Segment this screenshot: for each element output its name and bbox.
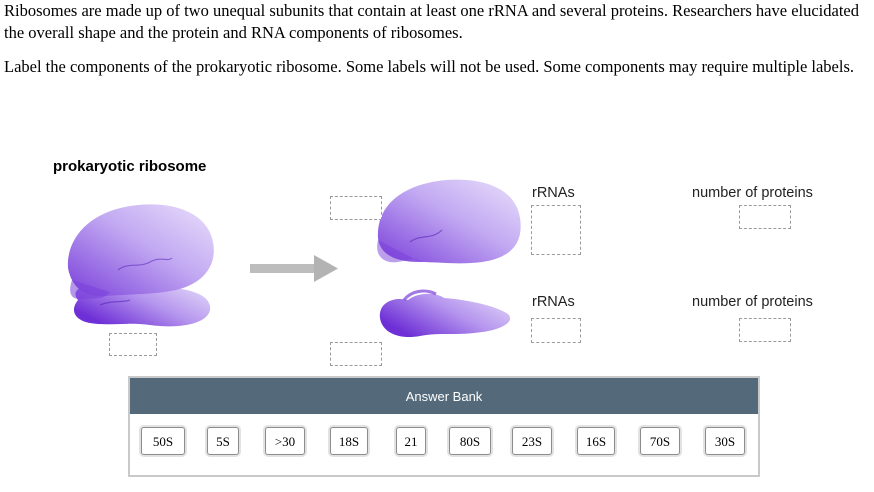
small-subunit-rrnas-drop-box[interactable] — [531, 318, 581, 343]
answer-chip[interactable]: 16S — [577, 427, 615, 455]
large-subunit-proteins-drop-box[interactable] — [739, 205, 791, 229]
small-subunit-proteins-label: number of proteins — [692, 294, 813, 310]
question-instruction: Label the components of the prokaryotic … — [4, 57, 855, 76]
small-subunit-rrnas-label: rRNAs — [532, 294, 575, 310]
small-subunit — [379, 289, 511, 338]
question-intro: Ribosomes are made up of two unequal sub… — [4, 1, 859, 42]
answer-chip[interactable]: >30 — [265, 427, 305, 455]
answer-chip[interactable]: 5S — [207, 427, 239, 455]
question-text: Ribosomes are made up of two unequal sub… — [4, 0, 870, 78]
small-subunit-name-drop-box[interactable] — [330, 342, 382, 366]
large-subunit-proteins-label: number of proteins — [692, 185, 813, 201]
answer-chip[interactable]: 70S — [640, 427, 680, 455]
answer-chip[interactable]: 80S — [449, 427, 491, 455]
arrow-icon — [250, 255, 338, 282]
answer-bank-title: Answer Bank — [130, 378, 758, 414]
large-subunit-name-drop-box[interactable] — [330, 196, 382, 220]
answer-chip[interactable]: 50S — [141, 427, 185, 455]
assembled-small-subunit — [74, 285, 211, 327]
large-subunit — [377, 179, 521, 264]
answer-chip[interactable]: 21 — [396, 427, 426, 455]
small-subunit-proteins-drop-box[interactable] — [739, 318, 791, 342]
figure-title: prokaryotic ribosome — [53, 158, 207, 175]
assembled-ribosome-drop-box[interactable] — [109, 333, 157, 356]
answer-bank: Answer Bank 50S 5S >30 18S 21 80S 23S 16… — [128, 376, 760, 477]
large-subunit-rrnas-drop-box[interactable] — [531, 205, 581, 255]
answer-chip[interactable]: 18S — [330, 427, 368, 455]
assembled-large-subunit — [67, 204, 214, 300]
answer-chip[interactable]: 30S — [705, 427, 745, 455]
large-subunit-rrnas-label: rRNAs — [532, 185, 575, 201]
answer-chip[interactable]: 23S — [512, 427, 552, 455]
